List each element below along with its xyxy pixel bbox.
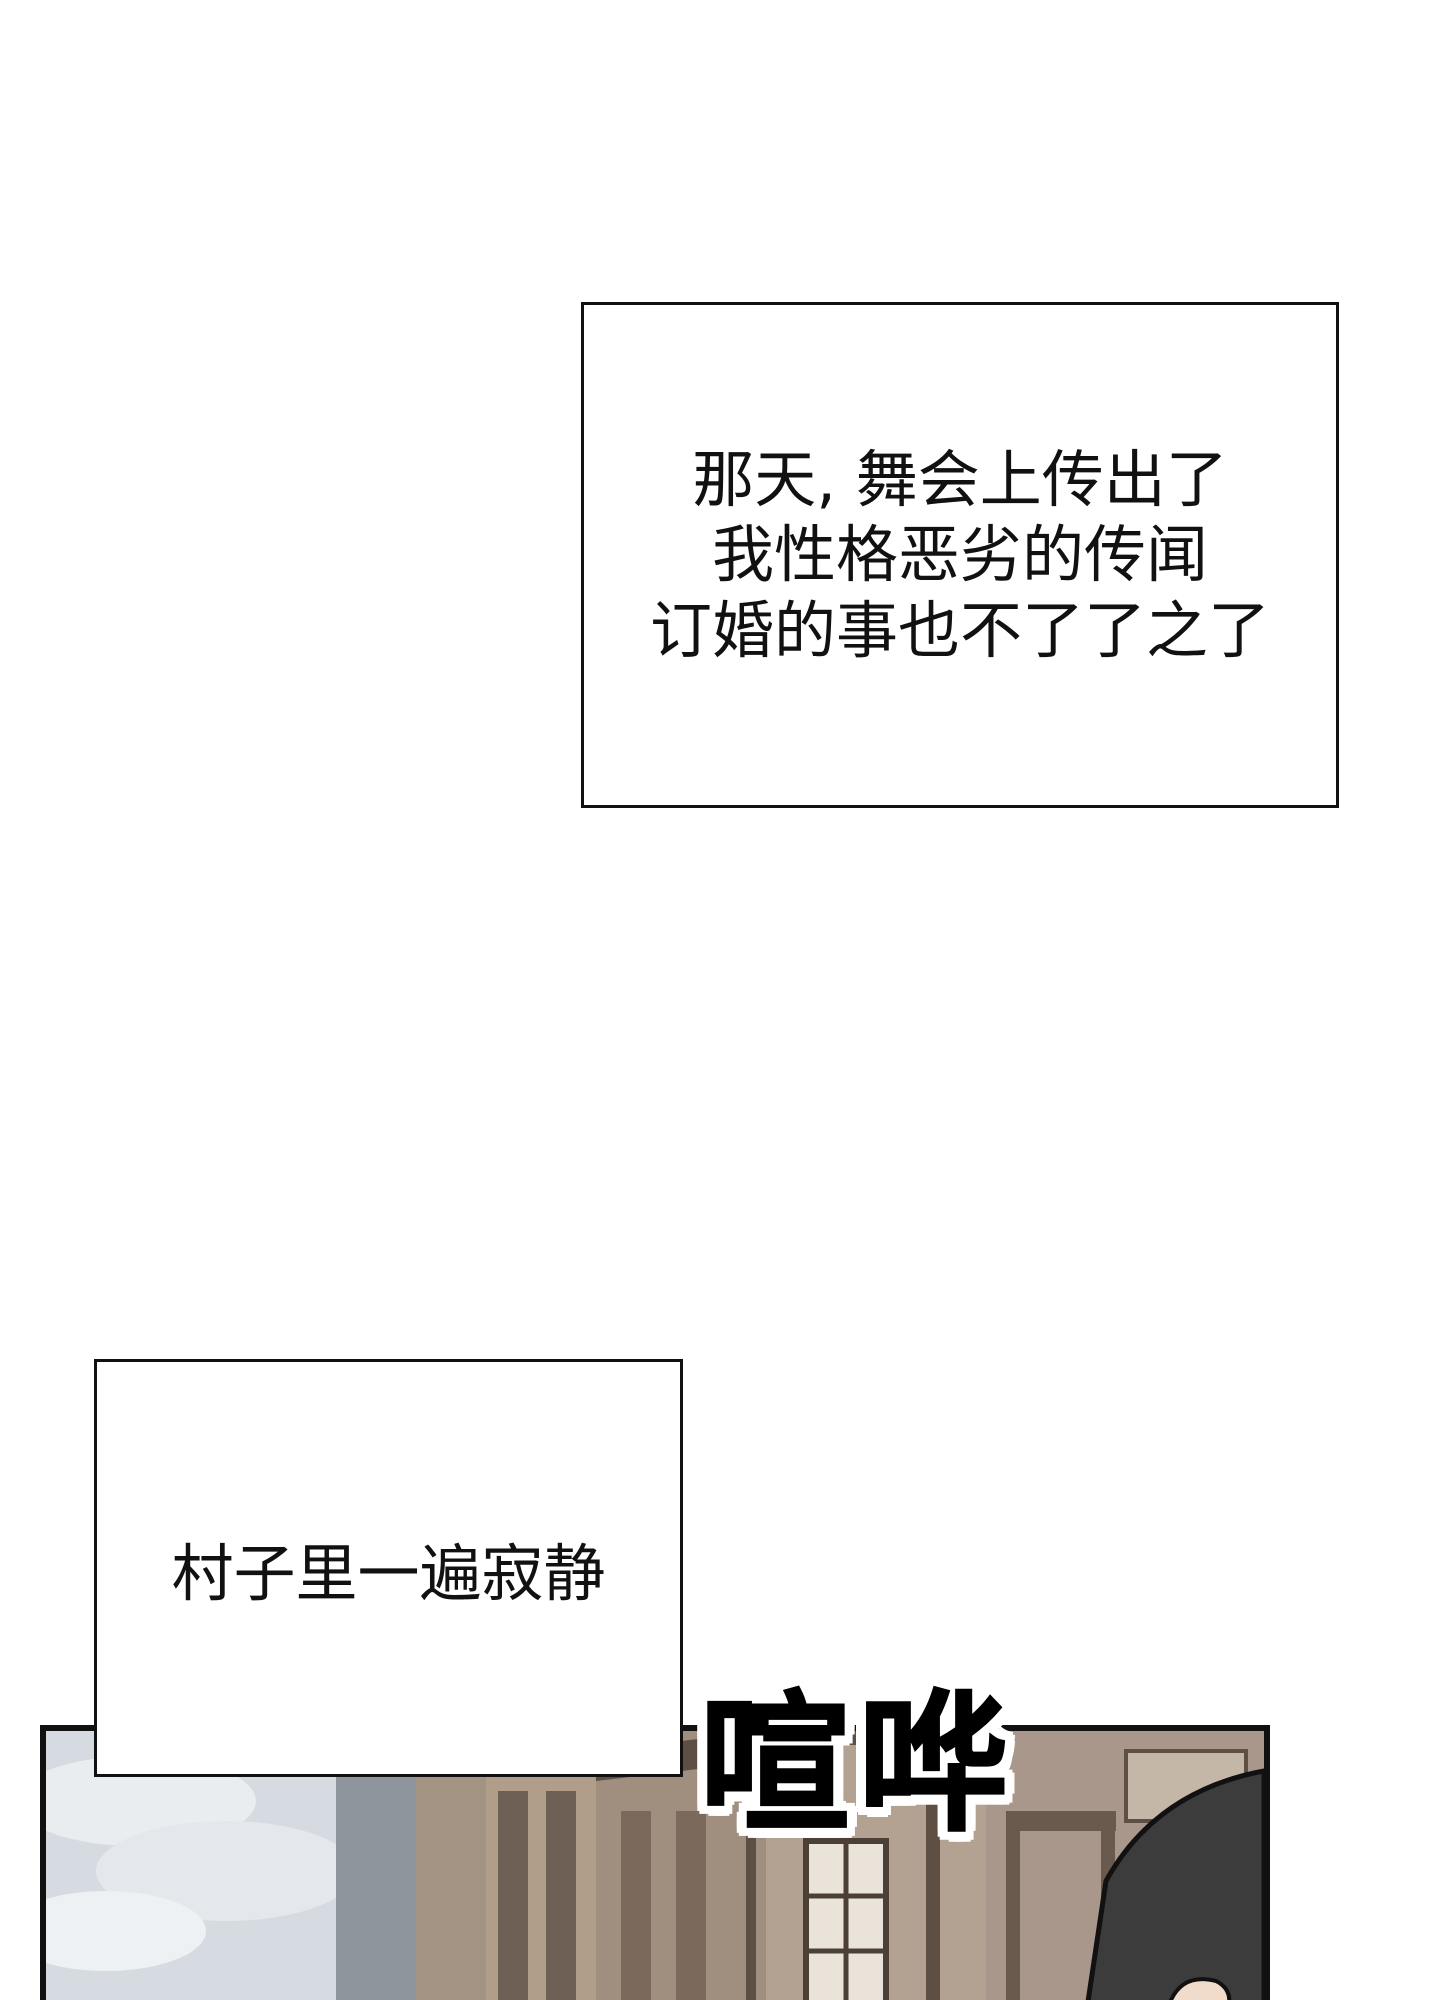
narration-line-3: 订婚的事也不了了之了 xyxy=(649,593,1270,667)
cloud xyxy=(46,1891,206,1971)
narration-box-village-silence: 村子里一遍寂静 xyxy=(94,1359,683,1777)
narration-line-2: 我性格恶劣的传闻 xyxy=(711,518,1208,592)
narration-line-1: 那天, 舞会上传出了 xyxy=(692,442,1228,516)
cloud xyxy=(96,1821,356,1921)
narration-village-text: 村子里一遍寂静 xyxy=(171,1537,606,1610)
character-head xyxy=(1085,1768,1264,2000)
narration-text: 那天, 舞会上传出了 我性格恶劣的传闻 订婚的事也不了了之了 xyxy=(650,442,1270,669)
narration-box-ball-rumor: 那天, 舞会上传出了 我性格恶劣的传闻 订婚的事也不了了之了 xyxy=(581,302,1339,808)
sound-effect-noise: 喧哗 xyxy=(699,1678,1017,1852)
building-near xyxy=(766,1731,986,2000)
building-far xyxy=(336,1741,596,2000)
